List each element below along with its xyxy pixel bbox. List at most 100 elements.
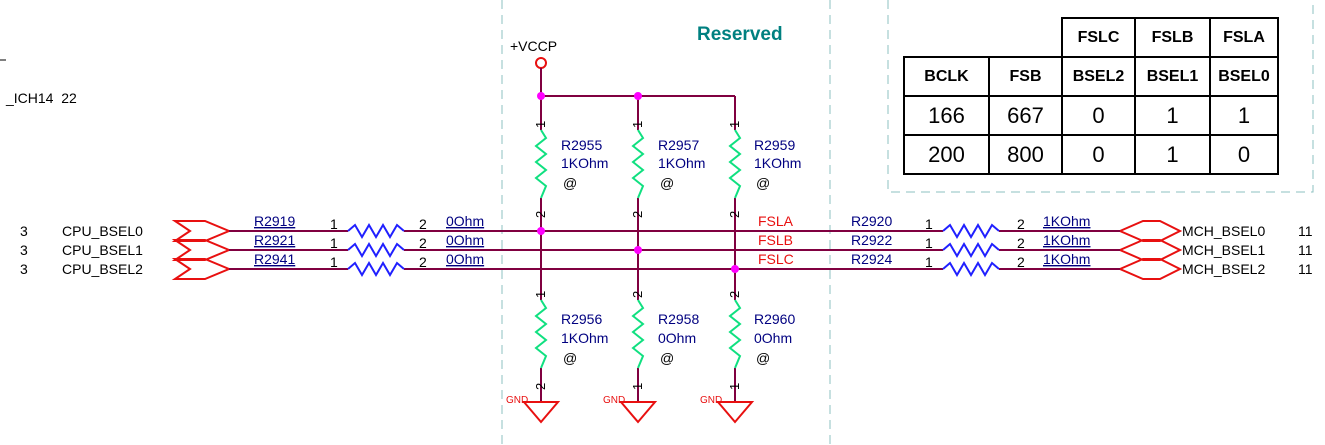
port-cpu-bsel0 — [171, 220, 232, 242]
r2955-body — [534, 129, 548, 199]
port-cpu-bsel2 — [171, 258, 232, 280]
r2924-pin1: 1 — [925, 254, 933, 270]
gnd-label-1: GND — [506, 395, 528, 406]
output-pin-1: 11 — [1298, 242, 1313, 258]
r2958-pin-top: 2 — [630, 291, 645, 298]
r2955-ref: R2955 — [561, 137, 602, 153]
table-row: 166 667 0 1 1 — [903, 95, 1279, 136]
r2956-mark: @ — [563, 350, 577, 366]
r2924-pin2: 2 — [1017, 254, 1025, 270]
junction-fsla — [537, 227, 545, 235]
vccp-label: +VCCP — [510, 38, 557, 54]
ground-symbols — [521, 401, 755, 424]
r2960-pin-bottom: 1 — [727, 383, 742, 390]
r2919-body — [347, 223, 405, 239]
r2921-value: 0Ohm — [446, 232, 484, 248]
table-row: 200 800 0 1 0 — [903, 134, 1279, 175]
left-edge-text: _ICH14 22 — [5, 90, 77, 106]
table-cell: 1 — [1134, 95, 1211, 136]
junctions — [537, 92, 739, 273]
r2919-value: 0Ohm — [446, 213, 484, 229]
r2955-value: 1KOhm — [561, 155, 608, 171]
table-header-bsel0: BSEL0 — [1209, 56, 1279, 97]
table-header-fslc: FSLC — [1061, 17, 1136, 58]
table-cell: 0 — [1061, 134, 1136, 175]
net-fsla: FSLA — [758, 213, 794, 229]
table-cell: 667 — [988, 95, 1063, 136]
r2921-ref: R2921 — [254, 232, 295, 248]
gnd-symbol-3 — [715, 401, 755, 424]
r2959-pin-top: 1 — [727, 121, 742, 128]
gnd-symbol-1 — [521, 401, 561, 424]
r2960-body — [728, 299, 742, 369]
r2941-pin1: 1 — [330, 254, 338, 270]
r2959-ref: R2959 — [754, 137, 795, 153]
r2956-value: 1KOhm — [561, 330, 608, 346]
table-cell: 0 — [1061, 95, 1136, 136]
port-mch-bsel1 — [1117, 239, 1183, 261]
input-name-0: CPU_BSEL0 — [62, 223, 143, 239]
table-cell: 200 — [903, 134, 990, 175]
table-cell: 1 — [1134, 134, 1211, 175]
bsel-table: FSLC FSLB FSLA BCLK FSB BSEL2 BSEL1 BSEL… — [903, 17, 1279, 175]
table-header-bsel2: BSEL2 — [1061, 56, 1136, 97]
table-header-top: FSLC FSLB FSLA — [904, 17, 1279, 58]
input-pin-1: 3 — [20, 242, 28, 258]
junction-vccp — [537, 92, 545, 100]
junction-rail-2 — [634, 92, 642, 100]
r2956-body — [534, 299, 548, 369]
r2941-body — [347, 261, 405, 277]
port-mch-bsel2 — [1117, 258, 1183, 280]
output-name-2: MCH_BSEL2 — [1182, 261, 1265, 277]
net-fslc: FSLC — [758, 251, 794, 267]
junction-fslb — [634, 246, 642, 254]
r2922-pin2: 2 — [1017, 235, 1025, 251]
r2957-value: 1KOhm — [658, 155, 705, 171]
table-frame — [887, 0, 1314, 193]
output-name-0: MCH_BSEL0 — [1182, 223, 1265, 239]
table-cell: 166 — [903, 95, 990, 136]
r2920-body — [942, 223, 1000, 239]
port-mch-bsel0 — [1117, 220, 1183, 242]
table-header-bsel1: BSEL1 — [1134, 56, 1211, 97]
r2921-pin2: 2 — [419, 235, 427, 251]
r2959-mark: @ — [756, 175, 770, 191]
r2922-value: 1KOhm — [1043, 232, 1090, 248]
r2956-ref: R2956 — [561, 311, 602, 327]
r2924-value: 1KOhm — [1043, 251, 1090, 267]
r2920-pin1: 1 — [925, 216, 933, 232]
vccp-terminal — [535, 57, 547, 69]
input-name-2: CPU_BSEL2 — [62, 261, 143, 277]
r2960-ref: R2960 — [754, 311, 795, 327]
r2960-pin-top: 2 — [727, 291, 742, 298]
table-header-fslb: FSLB — [1134, 17, 1211, 58]
r2941-ref: R2941 — [254, 251, 295, 267]
r2960-mark: @ — [756, 350, 770, 366]
r2924-ref: R2924 — [851, 251, 892, 267]
table-cell: 800 — [988, 134, 1063, 175]
r2919-ref: R2919 — [254, 213, 295, 229]
r2921-body — [347, 242, 405, 258]
signal-wires — [229, 230, 1120, 270]
table-cell: 0 — [1209, 134, 1279, 175]
table-header-bclk: BCLK — [903, 56, 990, 97]
output-name-1: MCH_BSEL1 — [1182, 242, 1265, 258]
r2922-pin1: 1 — [925, 235, 933, 251]
reserved-label: Reserved — [697, 24, 783, 45]
table-header: BCLK FSB BSEL2 BSEL1 BSEL0 — [903, 56, 1279, 97]
series-resistors — [347, 223, 1000, 277]
r2957-pin-top: 1 — [630, 121, 645, 128]
r2920-value: 1KOhm — [1043, 213, 1090, 229]
r2921-pin1: 1 — [330, 235, 338, 251]
r2959-body — [728, 129, 742, 199]
r2958-ref: R2958 — [658, 311, 699, 327]
table-header-top-2 — [989, 18, 1062, 57]
net-fslb: FSLB — [758, 232, 793, 248]
r2958-pin-bottom: 1 — [630, 383, 645, 390]
r2922-ref: R2922 — [851, 232, 892, 248]
r2957-pin-bottom: 2 — [630, 211, 645, 218]
input-ports — [171, 220, 232, 280]
r2920-pin2: 2 — [1017, 216, 1025, 232]
r2957-ref: R2957 — [658, 137, 699, 153]
